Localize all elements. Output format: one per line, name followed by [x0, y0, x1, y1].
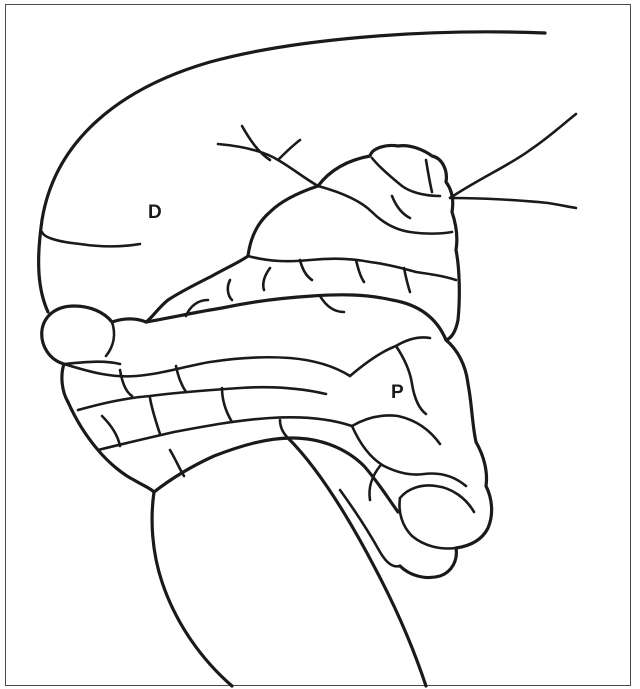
right-outer-contour [400, 340, 492, 578]
p-region-contour-upper [350, 337, 430, 376]
upper-vessel-branch [218, 126, 318, 186]
lower-fold-row-1 [64, 357, 350, 376]
region-label-d: D [148, 202, 162, 223]
left-lobe-fold-2 [64, 362, 120, 364]
lower-fold-nub-2 [176, 366, 186, 392]
middle-band-upper-edge [248, 256, 456, 280]
lower-fold-nub-3 [150, 398, 160, 434]
upper-band-left-edge [248, 186, 318, 256]
middle-band-lower-edge [146, 295, 446, 340]
right-vessel-lower [452, 198, 576, 208]
lower-fold-nub-4 [222, 388, 232, 422]
lower-fold-row-3 [98, 417, 352, 450]
top-lobe-fold-3 [392, 196, 410, 218]
lower-right-lobe-2 [400, 486, 474, 513]
middle-band-fold-d [263, 268, 270, 290]
left-lobe-fold-1 [106, 322, 114, 356]
middle-band-fold-a [300, 260, 312, 280]
region-label-p: P [391, 382, 404, 403]
left-lobe-outline [42, 306, 146, 402]
p-region-fold-2 [352, 415, 440, 444]
lower-right-lobe-3 [400, 498, 457, 549]
lower-fold-row-2 [78, 387, 326, 410]
outer-dome-outline [39, 32, 545, 312]
lower-band-fold-1 [170, 450, 184, 476]
lower-right-lobe-1 [352, 426, 466, 486]
middle-band-fold-e [228, 280, 232, 300]
middle-band-fold-c [404, 268, 410, 292]
lower-band-fold-2 [280, 420, 288, 438]
lower-fold-nub-1 [120, 370, 132, 396]
stalk-left-edge [152, 492, 232, 686]
top-lobe-fold-4 [426, 160, 432, 192]
right-vessel-upper [450, 114, 576, 198]
dome-fissure-left [42, 232, 140, 246]
lower-fold-nub-5 [102, 416, 120, 446]
middle-band-fold-b [356, 260, 364, 282]
p-region-fold-1 [396, 346, 426, 414]
stalk-right-edge [288, 438, 426, 686]
middle-band-fold-g [320, 296, 344, 312]
lower-band-bottom-edge [154, 438, 398, 512]
